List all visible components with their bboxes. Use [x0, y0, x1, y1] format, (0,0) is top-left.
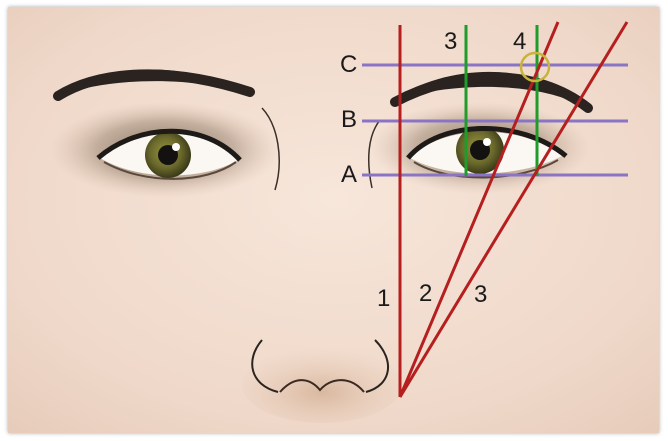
eyebrow-mapping-illustration: C B A 3 4 1 2 3 — [8, 7, 659, 433]
label-b: B — [341, 106, 357, 133]
label-line-3: 3 — [474, 281, 487, 308]
label-col-3: 3 — [444, 28, 457, 55]
right-eye-highlight — [483, 138, 491, 146]
label-line-1: 1 — [377, 285, 390, 312]
face-diagram: C B A 3 4 1 2 3 — [8, 7, 659, 433]
label-a: A — [341, 161, 357, 188]
label-line-2: 2 — [419, 280, 432, 307]
label-col-4: 4 — [513, 28, 526, 55]
left-eye-highlight — [172, 143, 180, 151]
label-c: C — [340, 51, 357, 78]
nose-shadow — [242, 347, 402, 423]
